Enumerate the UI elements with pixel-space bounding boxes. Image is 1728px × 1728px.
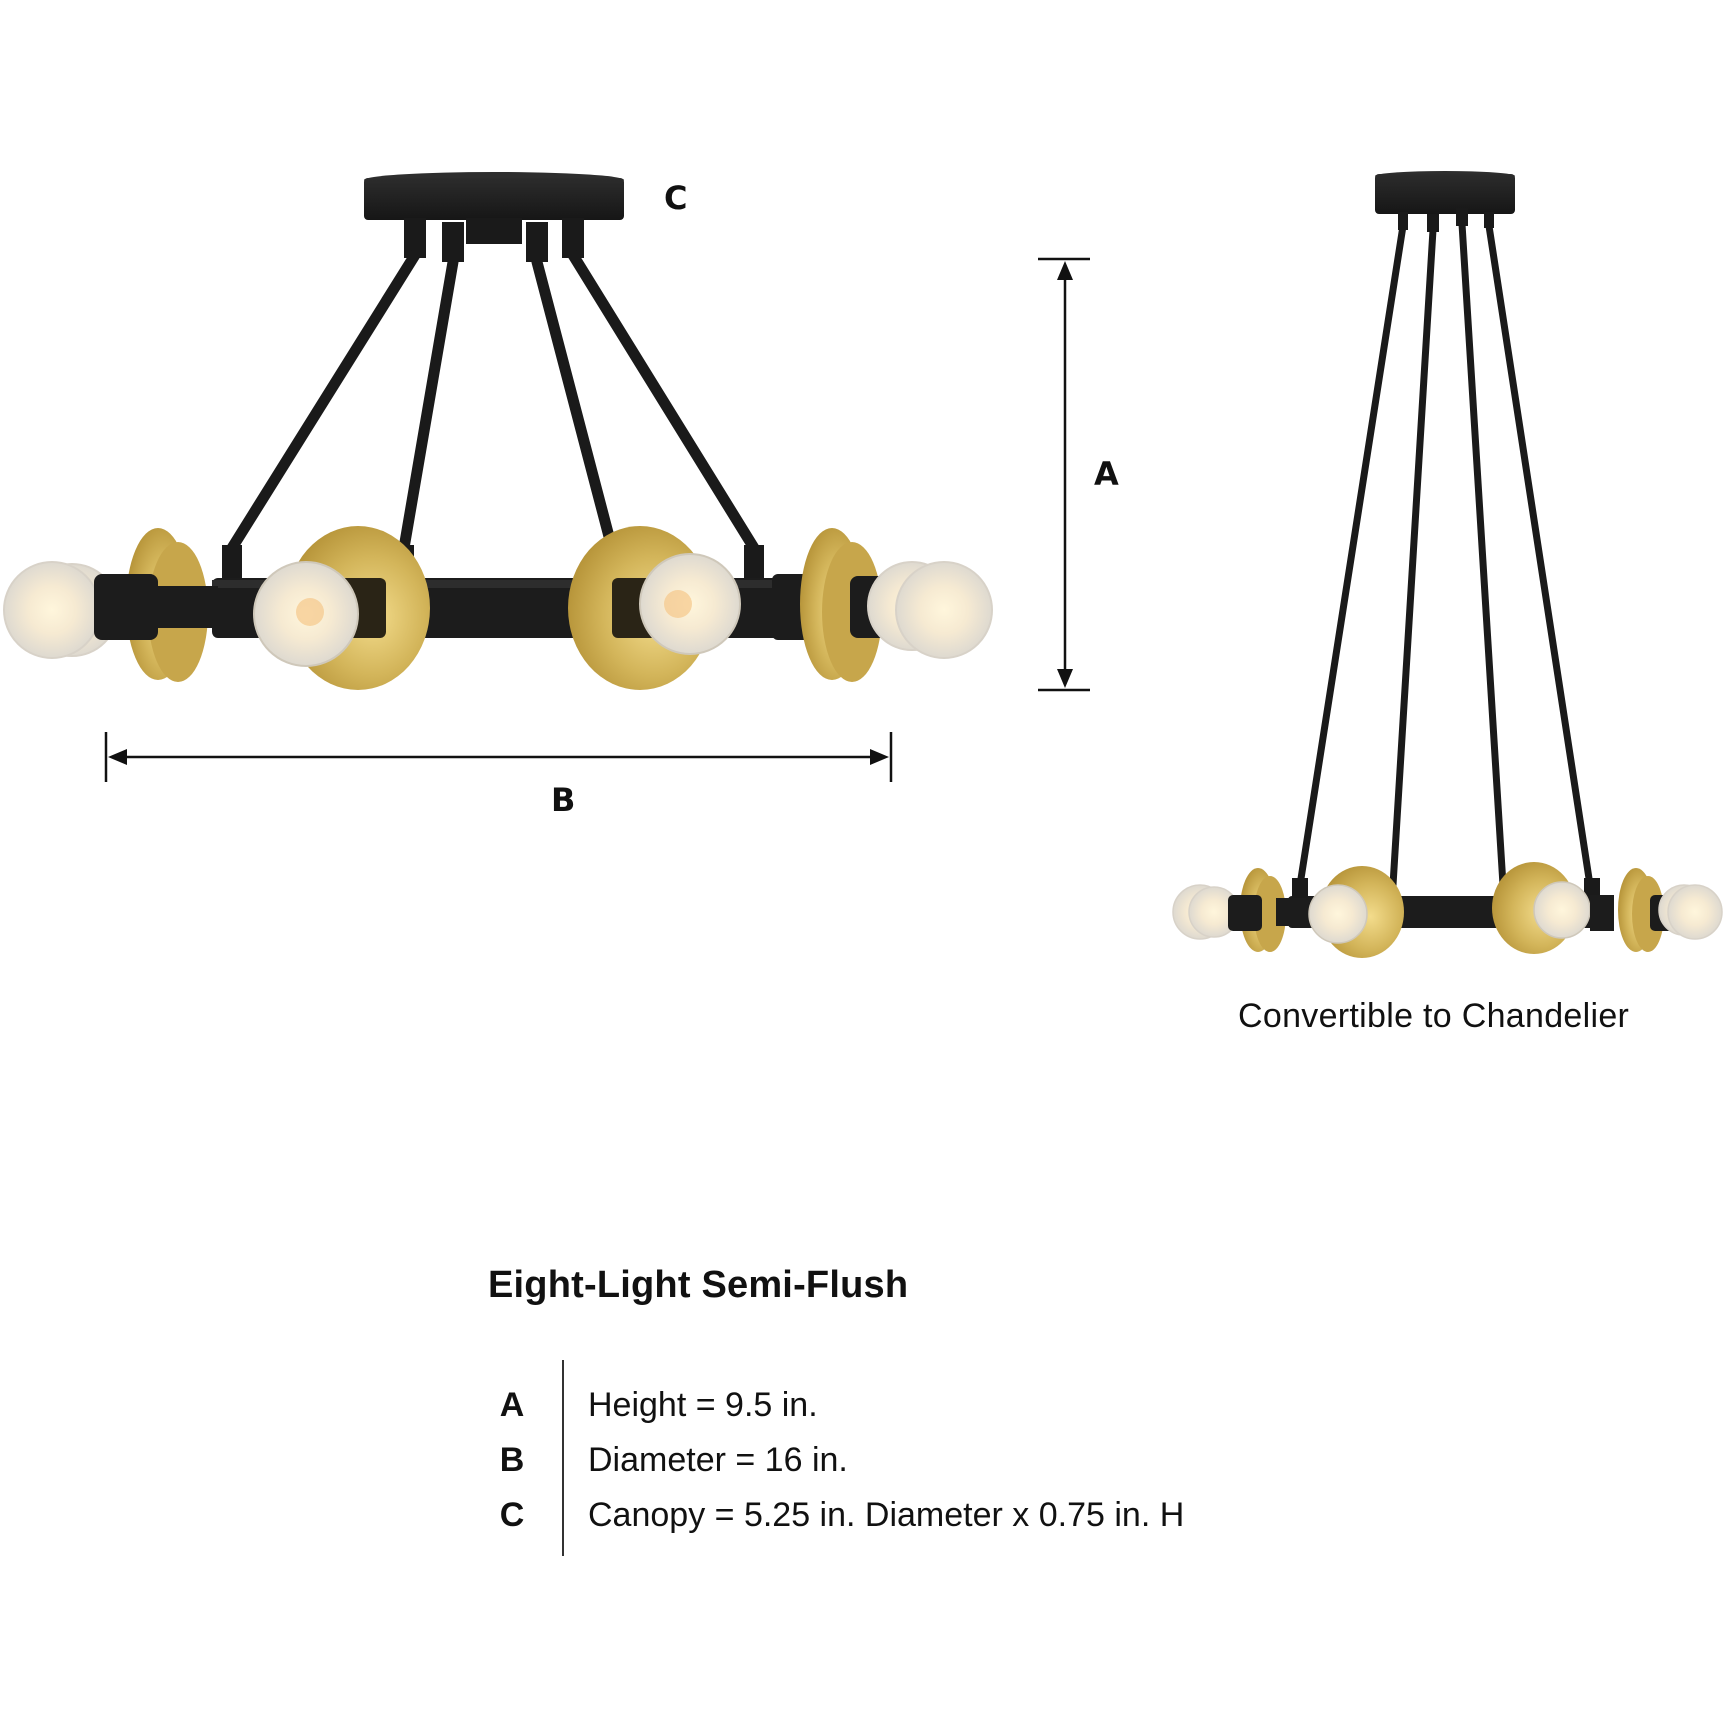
- spec-row-canopy: C Canopy = 5.25 in. Diameter x 0.75 in. …: [492, 1490, 1185, 1540]
- chandelier-caption: Convertible to Chandelier: [1238, 997, 1630, 1035]
- spec-letter: C: [499, 1495, 525, 1534]
- spec-value: Canopy = 5.25 in. Diameter x 0.75 in. H: [588, 1495, 1185, 1534]
- spec-row-diameter: B Diameter = 16 in.: [492, 1435, 848, 1485]
- spec-table: A Height = 9.5 in. B Diameter = 16 in. C…: [492, 1360, 1292, 1556]
- chandelier-rods: [1296, 220, 1594, 889]
- spec-divider: [562, 1360, 564, 1556]
- dimension-b-line: [104, 732, 893, 782]
- canopy-dimension-label: C: [664, 179, 688, 217]
- spec-letter: A: [499, 1385, 525, 1424]
- bulb-right-outer: [772, 528, 993, 682]
- product-title: Eight-Light Semi-Flush: [488, 1264, 909, 1306]
- spec-row-height: A Height = 9.5 in.: [492, 1380, 818, 1430]
- bulb-left-inner: [253, 526, 430, 690]
- bulb-right-inner: [568, 526, 741, 690]
- diameter-dimension-label: B: [551, 781, 576, 819]
- chandelier-canopy: [1375, 171, 1515, 232]
- bulb-left-outer: [3, 528, 218, 682]
- spec-letter: B: [499, 1440, 525, 1479]
- canopy: [364, 172, 624, 262]
- chandelier-fixture-illustration: [1172, 171, 1723, 958]
- dimension-a-line: [1038, 257, 1090, 692]
- support-arms: [226, 249, 760, 554]
- chandelier-bulbs: [1172, 862, 1723, 958]
- height-dimension-label: A: [1094, 455, 1119, 493]
- spec-value: Diameter = 16 in.: [588, 1440, 848, 1479]
- semi-flush-fixture-illustration: [3, 172, 1090, 782]
- spec-value: Height = 9.5 in.: [588, 1385, 818, 1424]
